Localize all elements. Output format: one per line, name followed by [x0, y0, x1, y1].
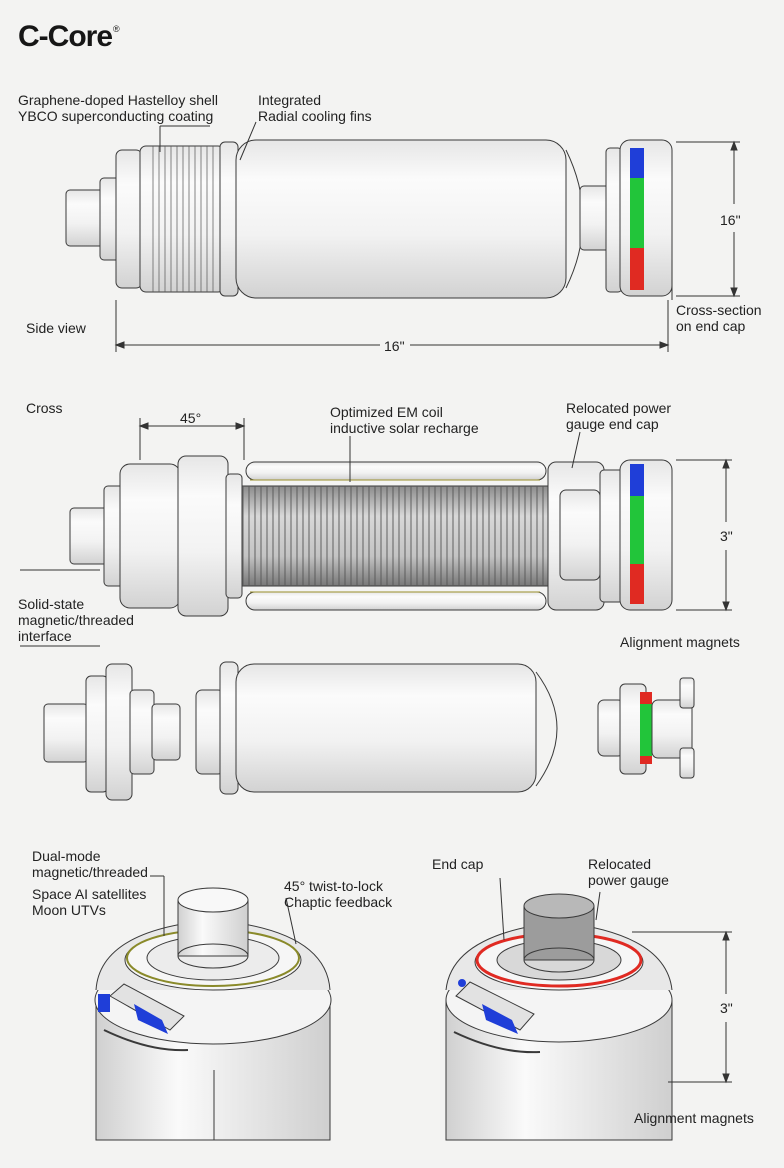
callout-interface-line3: interface [18, 628, 72, 644]
callout-em-coil: Optimized EM coil inductive solar rechar… [330, 404, 479, 436]
callout-endcap-section: Cross-section on end cap [676, 302, 762, 334]
callout-dual-mode-line1: Dual-mode [32, 848, 101, 864]
callout-power-gauge-line1: Relocated power [566, 400, 672, 416]
callout-shell-line1: Graphene-doped Hastelloy shell [18, 92, 219, 108]
side-view-dimensions [114, 121, 740, 352]
callout-fins: Integrated Radial cooling fins [258, 92, 372, 124]
callout-shell: Graphene-doped Hastelloy shell YBCO supe… [18, 92, 218, 124]
cross-angle-label: 45° [180, 410, 202, 426]
callout-shell-line2: YBCO superconducting coating [18, 108, 214, 124]
callout-em-coil-line1: Optimized EM coil [330, 404, 443, 420]
exploded-view [43, 661, 695, 801]
detail-dim-height: 3" [720, 1000, 733, 1016]
callout-endcap-line2: on end cap [676, 318, 746, 334]
brand-name: C-Core [18, 20, 113, 53]
side-dim-length: 16" [384, 338, 405, 354]
side-view-cylinder [65, 139, 673, 299]
callout-em-coil-line2: inductive solar recharge [330, 420, 479, 436]
cross-view-dimensions [20, 418, 732, 647]
callout-dual-mode-line2: magnetic/threaded [32, 864, 148, 880]
callout-power-gauge-line2: gauge end cap [566, 416, 659, 432]
detail-right-dimensions [499, 877, 732, 1084]
callout-dual-mode: Dual-mode magnetic/threaded [32, 848, 148, 880]
side-view-title: Side view [26, 320, 86, 336]
callout-use-line2: Moon UTVs [32, 902, 106, 918]
callout-relocated-line1: Relocated [588, 856, 652, 872]
cross-view-cylinder [69, 455, 673, 617]
registered-mark: ® [113, 24, 120, 34]
callout-twist-line1: 45° twist-to-lock [284, 878, 383, 894]
callout-interface-line1: Solid-state [18, 596, 85, 612]
brand-logo: C-Core® [18, 20, 120, 54]
callout-fins-line2: Radial cooling fins [258, 108, 372, 124]
callout-fins-line1: Integrated [258, 92, 322, 108]
callout-use-line1: Space AI satellites [32, 886, 147, 902]
callout-twist-line2: Chaptic feedback [284, 894, 393, 910]
detail-right-endcap [445, 893, 673, 1141]
callout-relocated-gauge: Relocated power gauge [588, 856, 669, 888]
side-dim-height: 16" [720, 212, 741, 228]
cross-view-title: Cross [26, 400, 63, 416]
cross-dim-height: 3" [720, 528, 733, 544]
callout-interface-line2: magnetic/threaded [18, 612, 134, 628]
callout-power-gauge: Relocated power gauge end cap [566, 400, 671, 432]
detail-left-leaders [150, 875, 297, 945]
callout-twist-lock: 45° twist-to-lock Chaptic feedback [284, 878, 392, 910]
callout-alignment-magnets-top: Alignment magnets [620, 634, 740, 650]
callout-endcap-line1: Cross-section [676, 302, 762, 318]
callout-interface: Solid-state magnetic/threaded interface [18, 596, 134, 644]
callout-end-cap: End cap [432, 856, 484, 872]
callout-use-cases: Space AI satellites Moon UTVs [32, 886, 146, 918]
callout-relocated-line2: power gauge [588, 872, 669, 888]
callout-alignment-magnets-bottom: Alignment magnets [634, 1110, 754, 1126]
detail-left-endcap [94, 887, 332, 1141]
